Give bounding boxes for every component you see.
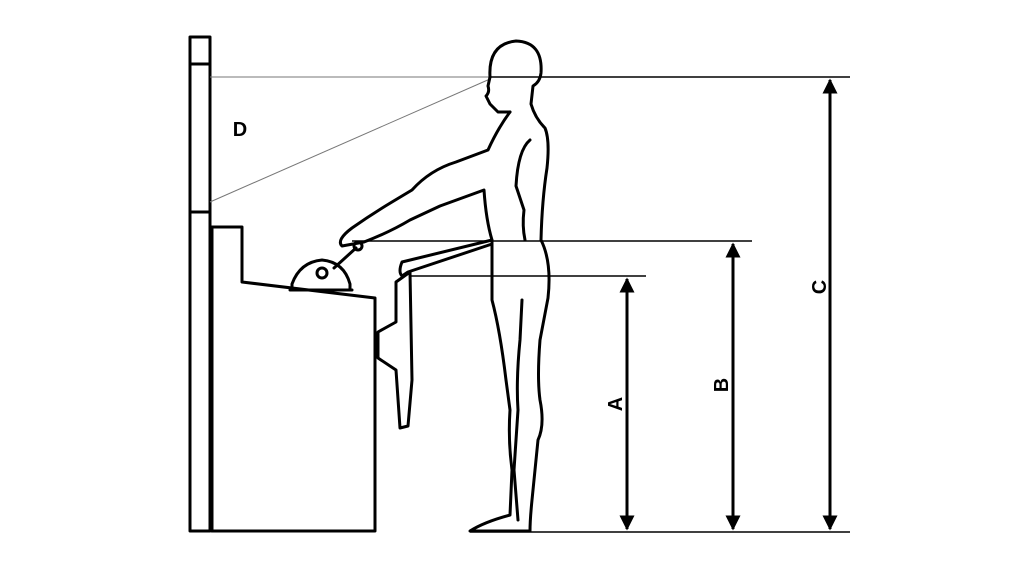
foot-pedal	[376, 270, 414, 430]
workbench	[210, 225, 377, 533]
label-a: A	[605, 397, 627, 411]
wall-panel	[188, 35, 212, 533]
control-device	[288, 240, 364, 292]
dimension-reference-lines	[352, 76, 850, 533]
label-d: D	[233, 119, 247, 141]
human-figure	[338, 39, 551, 533]
sight-lines	[209, 76, 491, 203]
label-c: C	[809, 280, 831, 294]
label-b: B	[711, 378, 733, 392]
